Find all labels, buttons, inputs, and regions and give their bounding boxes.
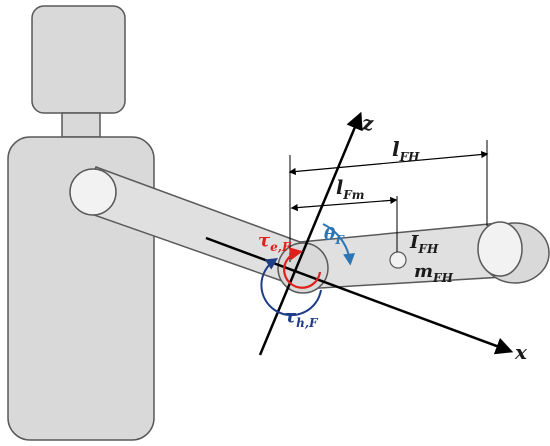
tau-h-label: τh,F — [284, 306, 319, 330]
center-of-mass-marker — [389, 251, 407, 269]
theta-label: θF — [324, 225, 345, 247]
shoulder-joint — [69, 168, 117, 216]
dim-line-lFm — [290, 196, 398, 212]
head — [31, 5, 126, 114]
theta-arc — [322, 223, 356, 266]
tau-e-arc — [283, 247, 322, 289]
dim-line-lFH — [288, 150, 489, 176]
hand-end-cap — [477, 221, 523, 277]
m-FH-label: mFH — [414, 261, 454, 285]
tau-h-arc — [260, 258, 322, 317]
neck — [61, 112, 101, 138]
l-Fm-label: lFm — [336, 177, 364, 202]
x-axis — [205, 236, 514, 355]
z-axis-label: z — [361, 111, 374, 135]
l-FH-label: lFH — [392, 137, 420, 164]
x-axis-label: x — [514, 340, 528, 364]
tau-e-label: τe,F — [258, 230, 292, 254]
I-FH-label: IFH — [409, 232, 439, 256]
